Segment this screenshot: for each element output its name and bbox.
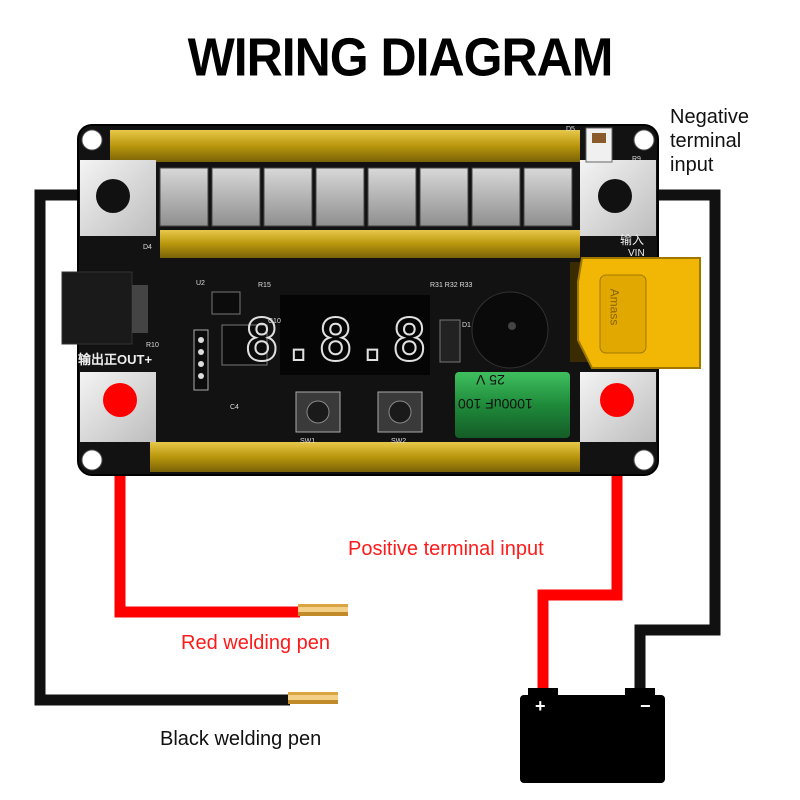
sw2-label: SW2 [391, 438, 407, 445]
sw2-button[interactable] [377, 391, 423, 433]
negative-input-label-1: Negative [670, 106, 749, 128]
middle-bus-bar [160, 230, 580, 258]
red-pen-label: Red welding pen [181, 632, 330, 654]
r15-label: R15 [258, 282, 271, 289]
c10-label: C10 [268, 318, 281, 325]
u2-label: U2 [196, 280, 205, 287]
d1-label: D1 [462, 322, 471, 329]
r10-label: R10 [146, 342, 159, 349]
top-bus-bar [110, 130, 580, 162]
spot-welder-board: 8.8.8. [61, 124, 701, 476]
vin-label: VIN [628, 248, 645, 259]
xt60-connector [570, 257, 701, 369]
ic-chip [221, 324, 268, 366]
bottom-bus-bar [150, 442, 580, 472]
d4-label: D4 [143, 244, 152, 251]
d5-label: D5 [566, 126, 575, 133]
sw1-label: SW1 [300, 438, 316, 445]
sw1-button[interactable] [295, 391, 341, 433]
c4-label: C4 [230, 404, 239, 411]
r9-label: R9 [632, 156, 641, 163]
red-wire-battery [537, 400, 623, 700]
cap-text-2: 1000uF 100 [458, 396, 533, 412]
xt60-brand: Amass [607, 288, 622, 326]
battery [520, 688, 665, 783]
positive-input-label: Positive terminal input [348, 538, 544, 560]
red-pen-tip [298, 604, 348, 616]
black-pen-tip [288, 692, 338, 704]
capacitor [455, 372, 570, 438]
seven-segment-display [280, 295, 430, 375]
battery-minus-symbol: − [640, 696, 651, 716]
buzzer [471, 291, 549, 369]
resistor-labels: R31 R32 R33 [430, 282, 473, 289]
battery-plus-symbol: + [535, 696, 546, 716]
black-wire-battery [615, 189, 721, 700]
vin-label-cn: 输入 [620, 233, 645, 247]
black-wire-pen [34, 189, 290, 706]
display-digits: 8.8.8. [244, 306, 466, 374]
diagram-title: WIRING DIAGRAM [187, 26, 614, 88]
black-pen-label: Black welding pen [160, 728, 322, 750]
mosfet-row [159, 167, 573, 227]
dc-jack [61, 271, 133, 345]
out-plus-label: 输出正OUT+ [78, 352, 153, 367]
negative-input-label-2: terminal [670, 130, 742, 152]
negative-input-label-3: input [670, 154, 714, 176]
cap-text-1: 25 V [476, 372, 505, 388]
